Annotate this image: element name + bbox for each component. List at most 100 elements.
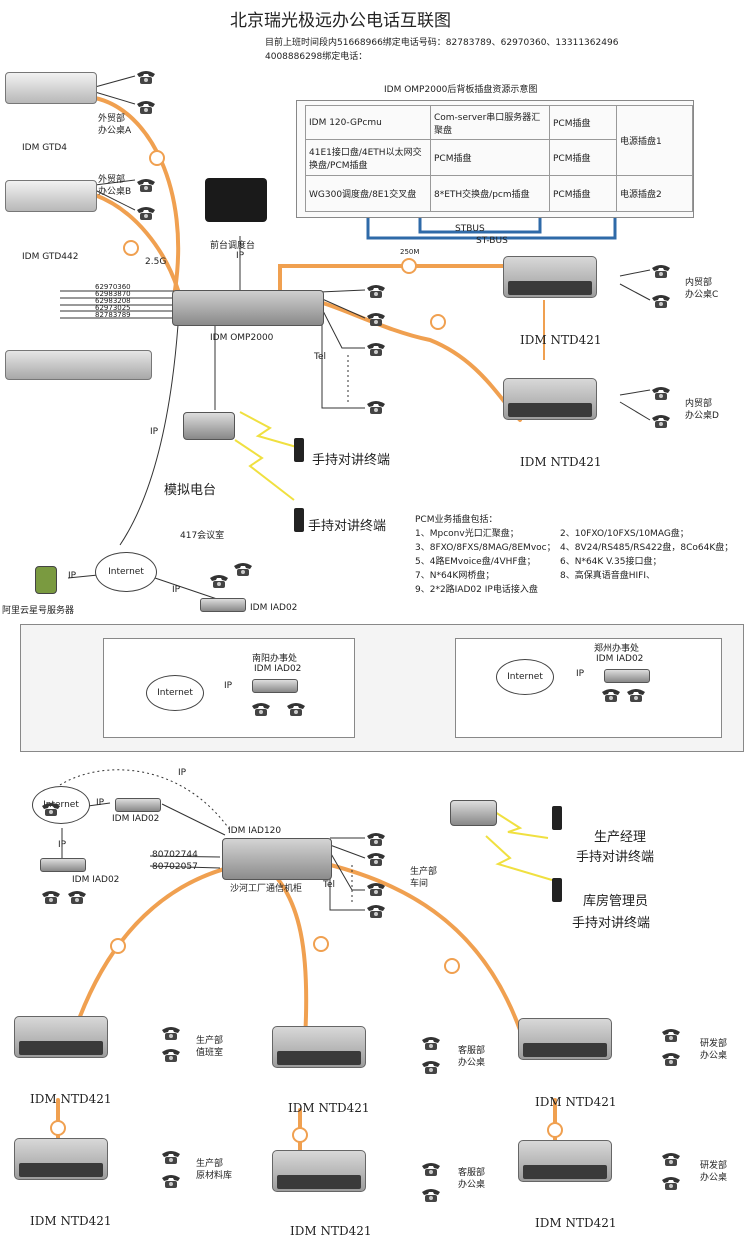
fiber-gtd442-omp [93, 193, 180, 292]
backplane-diagram: IDM 120-GPcmu Com-server串口服务器汇聚盘 PCM插盘 电… [296, 100, 694, 218]
pcm-item: 9、2*2路IAD02 IP电话接入盘 [415, 585, 538, 595]
iad02-device [40, 858, 86, 872]
radio-station-label: 模拟电台 [164, 483, 217, 498]
telephone-icon [252, 703, 270, 716]
walkie-label-2: 手持对讲终端 [308, 519, 387, 534]
telephone-icon [652, 295, 670, 308]
header-line-2: 4008886298绑定电话： [265, 52, 368, 62]
ip-label-c: IP [178, 768, 187, 778]
telephone-icon [422, 1163, 440, 1176]
iad02-device [200, 598, 246, 612]
telephone-icon [137, 179, 155, 192]
cell-r2c3: PCM插盘 [549, 139, 617, 176]
telephone-icon [422, 1189, 440, 1202]
internet-label: Internet [507, 672, 543, 682]
telephone-icon [662, 1053, 680, 1066]
walkie-icon [294, 508, 304, 532]
manager-walkie-label: 手持对讲终端 [576, 850, 655, 865]
telephone-icon [367, 401, 385, 414]
walkie-icon [552, 878, 562, 902]
header-line-1: 目前上班时间段内51668966绑定电话号码：82783789、62970360… [265, 38, 619, 48]
manager-label: 生产经理 [594, 830, 647, 845]
phone-number: 62973025 [95, 304, 131, 312]
speed-label: 2.5G [145, 257, 167, 267]
internet-cloud-bottom: Internet [32, 786, 90, 824]
walkie-icon [294, 438, 304, 462]
branch-device-label: IDM IAD02 [254, 664, 302, 674]
ip-label: IP [576, 669, 585, 679]
phone-number-list: 62970360 62983870 62983208 62973025 8278… [95, 284, 131, 319]
gtd442-device [5, 180, 97, 212]
fiber-cab-ntd2 [268, 868, 309, 1042]
pcm-item: 3、8FXO/8FXS/8MAG/8EMvoc； [415, 543, 556, 553]
telephone-icon [162, 1151, 180, 1164]
stbus-label: STBUS [455, 224, 485, 234]
warehouse-walkie-label: 手持对讲终端 [572, 916, 651, 931]
ntd-label: IDM NTD421 [535, 1216, 617, 1230]
telephone-icon [367, 285, 385, 298]
fiber-cab-ntd1 [73, 863, 242, 1032]
walkie-icon [552, 806, 562, 830]
radio-station-device [450, 800, 497, 826]
omp2000-device [172, 290, 324, 326]
telephone-icon [652, 387, 670, 400]
pcm-item: 1、Mpconv光口汇聚盘； [415, 529, 519, 539]
cell-r3c3: PCM插盘 [549, 175, 617, 212]
room-417-label: 417会议室 [180, 531, 225, 541]
dept-label: 客服部 办公桌 [458, 1168, 486, 1190]
ntd-device [272, 1150, 366, 1192]
telephone-icon [367, 883, 385, 896]
telephone-icon [627, 689, 645, 702]
telephone-icon [210, 575, 228, 588]
branch-nanyang: 南阳办事处 IDM IAD02 Internet IP [103, 638, 355, 738]
telephone-icon [602, 689, 620, 702]
cell-r1c2: Com-server串口服务器汇聚盘 [430, 105, 550, 140]
ntd-c-device [503, 256, 597, 298]
fiber-omp-ntd-d [298, 296, 522, 422]
phone-number: 82783789 [95, 311, 131, 319]
ntd-d-device [503, 378, 597, 420]
ntd-label: IDM NTD421 [535, 1095, 617, 1109]
cell-r1c3: PCM插盘 [549, 105, 617, 140]
server-icon [35, 566, 57, 594]
bottom-number: 80702744 [152, 850, 198, 860]
ntd-label: IDM NTD421 [288, 1101, 370, 1115]
iad02-label: IDM IAD02 [250, 603, 298, 613]
cell-r2c1: 41E1接口盘/4ETH以太网交换盘/PCM插盘 [305, 139, 431, 176]
dept-label: 研发部 办公桌 [700, 1039, 728, 1061]
ntd-label: IDM NTD421 [30, 1214, 112, 1228]
internet-label: Internet [157, 688, 193, 698]
ntd-label: IDM NTD421 [290, 1224, 372, 1238]
iad-a-label: IDM IAD02 [112, 814, 160, 824]
fiber-omp-ntd-c [278, 264, 532, 302]
pcm-list: PCM业务插盘包括： 1、Mpconv光口汇聚盘；2、10FXO/10FXS/1… [415, 513, 745, 597]
dept-b-label: 外贸部 办公桌B [98, 175, 132, 197]
iad120-label: IDM IAD120 [228, 826, 282, 836]
dept-a-label: 外贸部 办公桌A [98, 114, 132, 136]
cell-r2c2: PCM插盘 [430, 139, 550, 176]
pcm-item: 8、高保真语音盘HIFI、 [560, 571, 655, 581]
branch-name: 南阳办事处 [252, 654, 298, 664]
telephone-icon [662, 1029, 680, 1042]
pcm-item: 7、N*64K网桥盘； [415, 571, 495, 581]
telephone-icon [652, 265, 670, 278]
internet-label: Internet [43, 800, 79, 810]
telephone-icon [137, 207, 155, 220]
telephone-icon [137, 101, 155, 114]
radio-station-device [183, 412, 235, 440]
cell-power-2: 电源插盘2 [616, 175, 693, 212]
console-label: 前台调度台 [210, 241, 256, 251]
dept-label: 生产部 原材料库 [196, 1159, 233, 1181]
telephone-icon [287, 703, 305, 716]
phone-number: 62983870 [95, 290, 131, 298]
telephone-icon [137, 71, 155, 84]
pcm-item: 4、8V24/RS485/RS422盘，8Co64K盘； [560, 543, 734, 553]
tel-label-bottom: Tel [323, 880, 336, 890]
ip-label-3: IP [68, 571, 77, 581]
ip-label-4: IP [172, 585, 181, 595]
dept-d-label: 内贸部 办公桌D [685, 399, 719, 421]
ip-label-2: IP [150, 427, 159, 437]
telephone-icon [367, 853, 385, 866]
internet-label: Internet [108, 567, 144, 577]
iad02-device [252, 679, 298, 693]
